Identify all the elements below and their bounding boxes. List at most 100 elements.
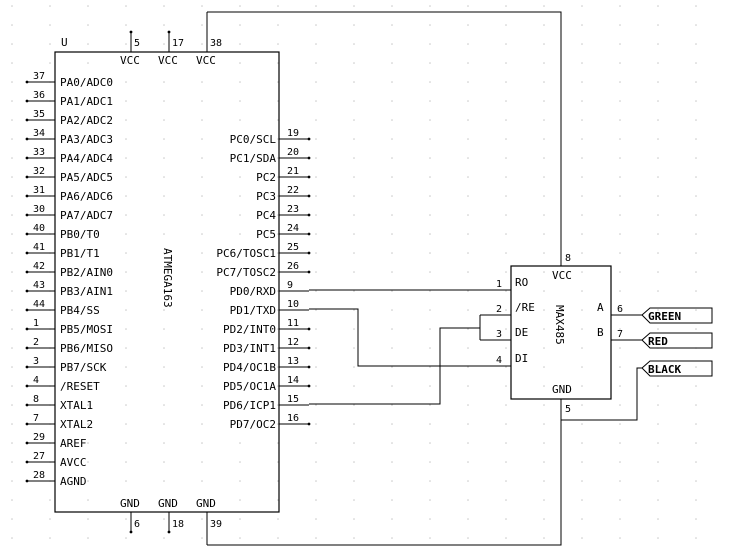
atmega163-pin-label: PB6/MISO: [60, 342, 113, 355]
atmega163-pin-number: 21: [287, 166, 299, 177]
atmega163-pin-label: PC2: [256, 171, 276, 184]
atmega163-pin-label: PA3/ADC3: [60, 133, 113, 146]
atmega163-pin-label: PC0/SCL: [230, 133, 277, 146]
atmega163-pin-number: 24: [287, 223, 299, 234]
atmega163-pin-label: PD6/ICP1: [223, 399, 276, 412]
atmega163-pin-label: PB2/AIN0: [60, 266, 113, 279]
atmega163-power-bottom: GND GND GND 6 18 39: [120, 497, 222, 545]
atmega163-body: [54, 51, 280, 513]
max485-pin-label: A: [597, 301, 604, 314]
atmega163-pin-number: 33: [33, 147, 45, 158]
atmega163-pin-number: 25: [287, 242, 299, 253]
atmega163-pin-number: 27: [33, 451, 45, 462]
atmega163-pin-number: 31: [33, 185, 45, 196]
gnd-pin-number: 6: [134, 519, 140, 530]
atmega163-pin-number: 13: [287, 356, 299, 367]
max485-vcc-pin-number: 8: [565, 253, 571, 264]
max485-vcc-label: VCC: [552, 269, 572, 282]
atmega163-pin-label: PA7/ADC7: [60, 209, 113, 222]
vcc-pin-number: 5: [134, 38, 140, 49]
atmega163-pin-label: PC5: [256, 228, 276, 241]
max485-pin-number: 3: [496, 329, 502, 340]
atmega163-pin-number: 44: [33, 299, 45, 310]
atmega163-pin-number: 10: [287, 299, 299, 310]
atmega163-pin-number: 3: [33, 356, 39, 367]
gnd-label: GND: [158, 497, 178, 510]
atmega163-pin-label: PB3/AIN1: [60, 285, 113, 298]
atmega163-pin-label: XTAL2: [60, 418, 93, 431]
atmega163-pin-label: PA5/ADC5: [60, 171, 113, 184]
gnd-pin-number: 39: [210, 519, 222, 530]
connectors: GREEN RED BLACK: [641, 307, 713, 377]
atmega163-pin-label: PB5/MOSI: [60, 323, 113, 336]
max485-pin-label: RO: [515, 276, 528, 289]
atmega163-pin-label: AGND: [60, 475, 87, 488]
atmega163-pin-label: /RESET: [60, 380, 100, 393]
gnd-label: GND: [120, 497, 140, 510]
max485-pin-number: 1: [496, 279, 502, 290]
atmega163-pin-number: 1: [33, 318, 39, 329]
atmega163-pin-number: 16: [287, 413, 299, 424]
max485-pin-number: 7: [617, 329, 623, 340]
gnd-pin-number: 18: [172, 519, 184, 530]
atmega163-pin-number: 29: [33, 432, 45, 443]
vcc-pin-number: 17: [172, 38, 184, 49]
atmega163-pin-label: PC6/TOSC1: [216, 247, 276, 260]
atmega163-power-top: 5 17 38 VCC VCC VCC: [120, 12, 222, 67]
wire-txd-di: [309, 308, 480, 367]
atmega163-pin-label: PA2/ADC2: [60, 114, 113, 127]
atmega163-pin-number: 41: [33, 242, 45, 253]
wire-gnd-black: [561, 367, 642, 421]
atmega163-pin-number: 30: [33, 204, 45, 215]
atmega163-pin-label: PA4/ADC4: [60, 152, 113, 165]
atmega163-pin-label: XTAL1: [60, 399, 93, 412]
atmega163-pin-number: 23: [287, 204, 299, 215]
atmega163-pin-label: PD2/INT0: [223, 323, 276, 336]
atmega163-pin-label: PC7/TOSC2: [216, 266, 276, 279]
atmega163-pin-label: PA6/ADC6: [60, 190, 113, 203]
vcc-label: VCC: [120, 54, 140, 67]
atmega163-pin-number: 36: [33, 90, 45, 101]
atmega163-pin-number: 12: [287, 337, 299, 348]
atmega163-pin-label: AREF: [60, 437, 87, 450]
atmega163-pin-number: 35: [33, 109, 45, 120]
atmega163-pin-label: PA1/ADC1: [60, 95, 113, 108]
atmega163-pin-number: 20: [287, 147, 299, 158]
atmega163-pin-number: 43: [33, 280, 45, 291]
atmega163-pin-label: PC4: [256, 209, 276, 222]
atmega163-pin-number: 26: [287, 261, 299, 272]
atmega163-pin-label: PD7/OC2: [230, 418, 276, 431]
vcc-label: VCC: [196, 54, 216, 67]
atmega163-pin-label: PA0/ADC0: [60, 76, 113, 89]
connector-green-label: GREEN: [648, 310, 681, 323]
wire-gnd: [207, 420, 562, 546]
max485-pin-number: 2: [496, 304, 502, 315]
atmega163-right-pins: 19PC0/SCL20PC1/SDA21PC222PC323PC424PC525…: [216, 128, 311, 431]
wire-vcc: [207, 11, 562, 248]
atmega163-pin-number: 4: [33, 375, 39, 386]
atmega163-pin-label: PB1/T1: [60, 247, 100, 260]
max485-pin-label: /RE: [515, 301, 535, 314]
atmega163-pin-number: 22: [287, 185, 299, 196]
connector-red-label: RED: [648, 335, 668, 348]
atmega163-pin-number: 34: [33, 128, 45, 139]
atmega163-pin-number: 37: [33, 71, 45, 82]
atmega163-pin-number: 15: [287, 394, 299, 405]
vcc-label: VCC: [158, 54, 178, 67]
atmega163-pin-label: PD4/OC1B: [223, 361, 276, 374]
atmega163-pin-number: 8: [33, 394, 39, 405]
max485-name: MAX485: [553, 305, 566, 345]
vcc-pin-number: 38: [210, 38, 222, 49]
atmega163-pin-number: 7: [33, 413, 39, 424]
atmega163-pin-label: PC1/SDA: [230, 152, 277, 165]
grid-dots: [11, 5, 697, 539]
atmega163-pin-label: AVCC: [60, 456, 87, 469]
atmega163-pin-label: PB0/T0: [60, 228, 100, 241]
atmega163-pin-label: PD0/RXD: [230, 285, 276, 298]
connector-black-label: BLACK: [648, 363, 681, 376]
atmega163-pin-number: 14: [287, 375, 299, 386]
max485-pin-number: 6: [617, 304, 623, 315]
connector-black: [641, 360, 713, 377]
